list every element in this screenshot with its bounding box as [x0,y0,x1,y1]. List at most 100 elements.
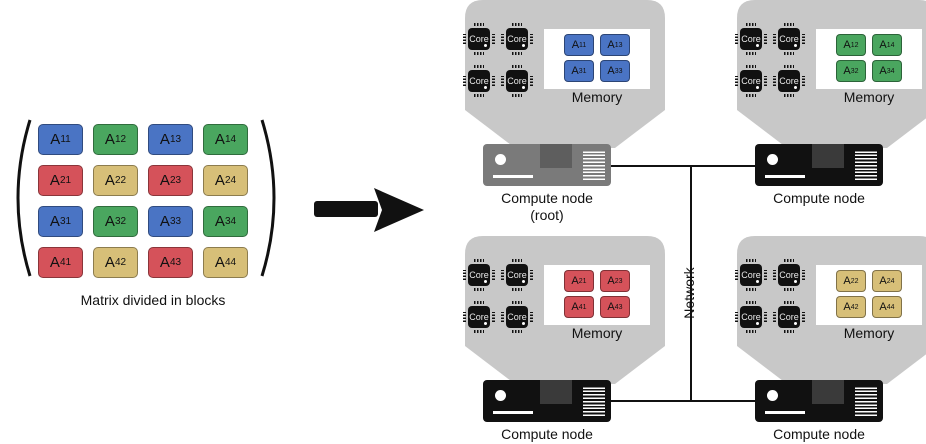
block-label: A [571,301,579,313]
memory-label: Memory [571,89,623,105]
core-label: Core [507,270,527,280]
core-label: Core [507,312,527,322]
block-subscript: 14 [224,134,237,145]
core-label: Core [741,34,761,44]
server-icon [755,144,883,186]
block-label: A [571,39,580,51]
block-subscript: 22 [114,175,127,186]
block-subscript: 42 [114,257,127,268]
cpu-core-icon: Core [501,301,533,333]
core-label: Core [507,76,527,86]
cpu-core-icon: Core [501,259,533,291]
block-subscript: 33 [614,67,623,75]
block-label: A [49,213,60,230]
network-label: Network [681,267,697,319]
block-label: A [50,131,61,148]
cpu-core-icon: Core [773,23,805,55]
core-label: Core [469,312,489,322]
server-icon [755,380,883,422]
core-label: Core [507,34,527,44]
block-subscript: 41 [59,257,72,268]
memory-label: Memory [843,325,895,341]
cpu-core-icon: Core [735,65,767,97]
block-label: A [607,39,615,51]
block-subscript: 41 [578,303,587,311]
block-subscript: 44 [886,303,895,311]
network-label-wrap: Network [668,260,708,330]
core-label: Core [779,34,799,44]
block-subscript: 24 [224,175,237,186]
compute-node-label: Compute node [773,426,865,442]
cpu-core-icon: Core [773,301,805,333]
block-subscript: 34 [224,216,237,227]
block-label: A [159,172,170,189]
block-label: A [159,213,170,230]
compute-node-label: Compute node [773,190,865,206]
cpu-core-icon: Core [501,23,533,55]
block-subscript: 14 [886,41,895,49]
block-label: A [571,275,579,287]
block-label: A [879,39,887,51]
right-parenthesis [260,119,276,277]
cpu-core-icon: Core [773,259,805,291]
left-parenthesis [16,119,32,277]
block-subscript: 22 [850,277,859,285]
block-subscript: 34 [886,67,895,75]
network-link-bottom [611,400,756,402]
block-label: A [214,172,225,189]
block-label: A [214,131,225,148]
block-subscript: 32 [114,216,127,227]
block-subscript: 43 [614,303,623,311]
compute-node-label: Compute node [501,426,593,442]
core-label: Core [779,270,799,280]
cpu-core-icon: Core [463,65,495,97]
root-server-icon [483,144,611,186]
block-subscript: 23 [614,277,623,285]
block-label: A [104,213,115,230]
block-label: A [214,254,225,271]
core-label: Core [469,76,489,86]
arrow-right-icon [314,188,424,232]
memory-label: Memory [843,89,895,105]
block-subscript: 12 [114,134,127,145]
block-label: A [159,131,170,148]
cpu-core-icon: Core [463,23,495,55]
block-label: A [104,172,115,189]
block-subscript: 13 [169,134,182,145]
core-label: Core [469,34,489,44]
root-node-sublabel: (root) [530,207,564,223]
cpu-core-icon: Core [735,23,767,55]
block-subscript: 42 [850,303,859,311]
block-label: A [879,301,887,313]
block-subscript: 31 [578,67,587,75]
block-label: A [879,275,887,287]
memory-label: Memory [571,325,623,341]
block-label: A [214,213,225,230]
compute-node-label: Compute node [501,190,593,206]
core-label: Core [779,312,799,322]
